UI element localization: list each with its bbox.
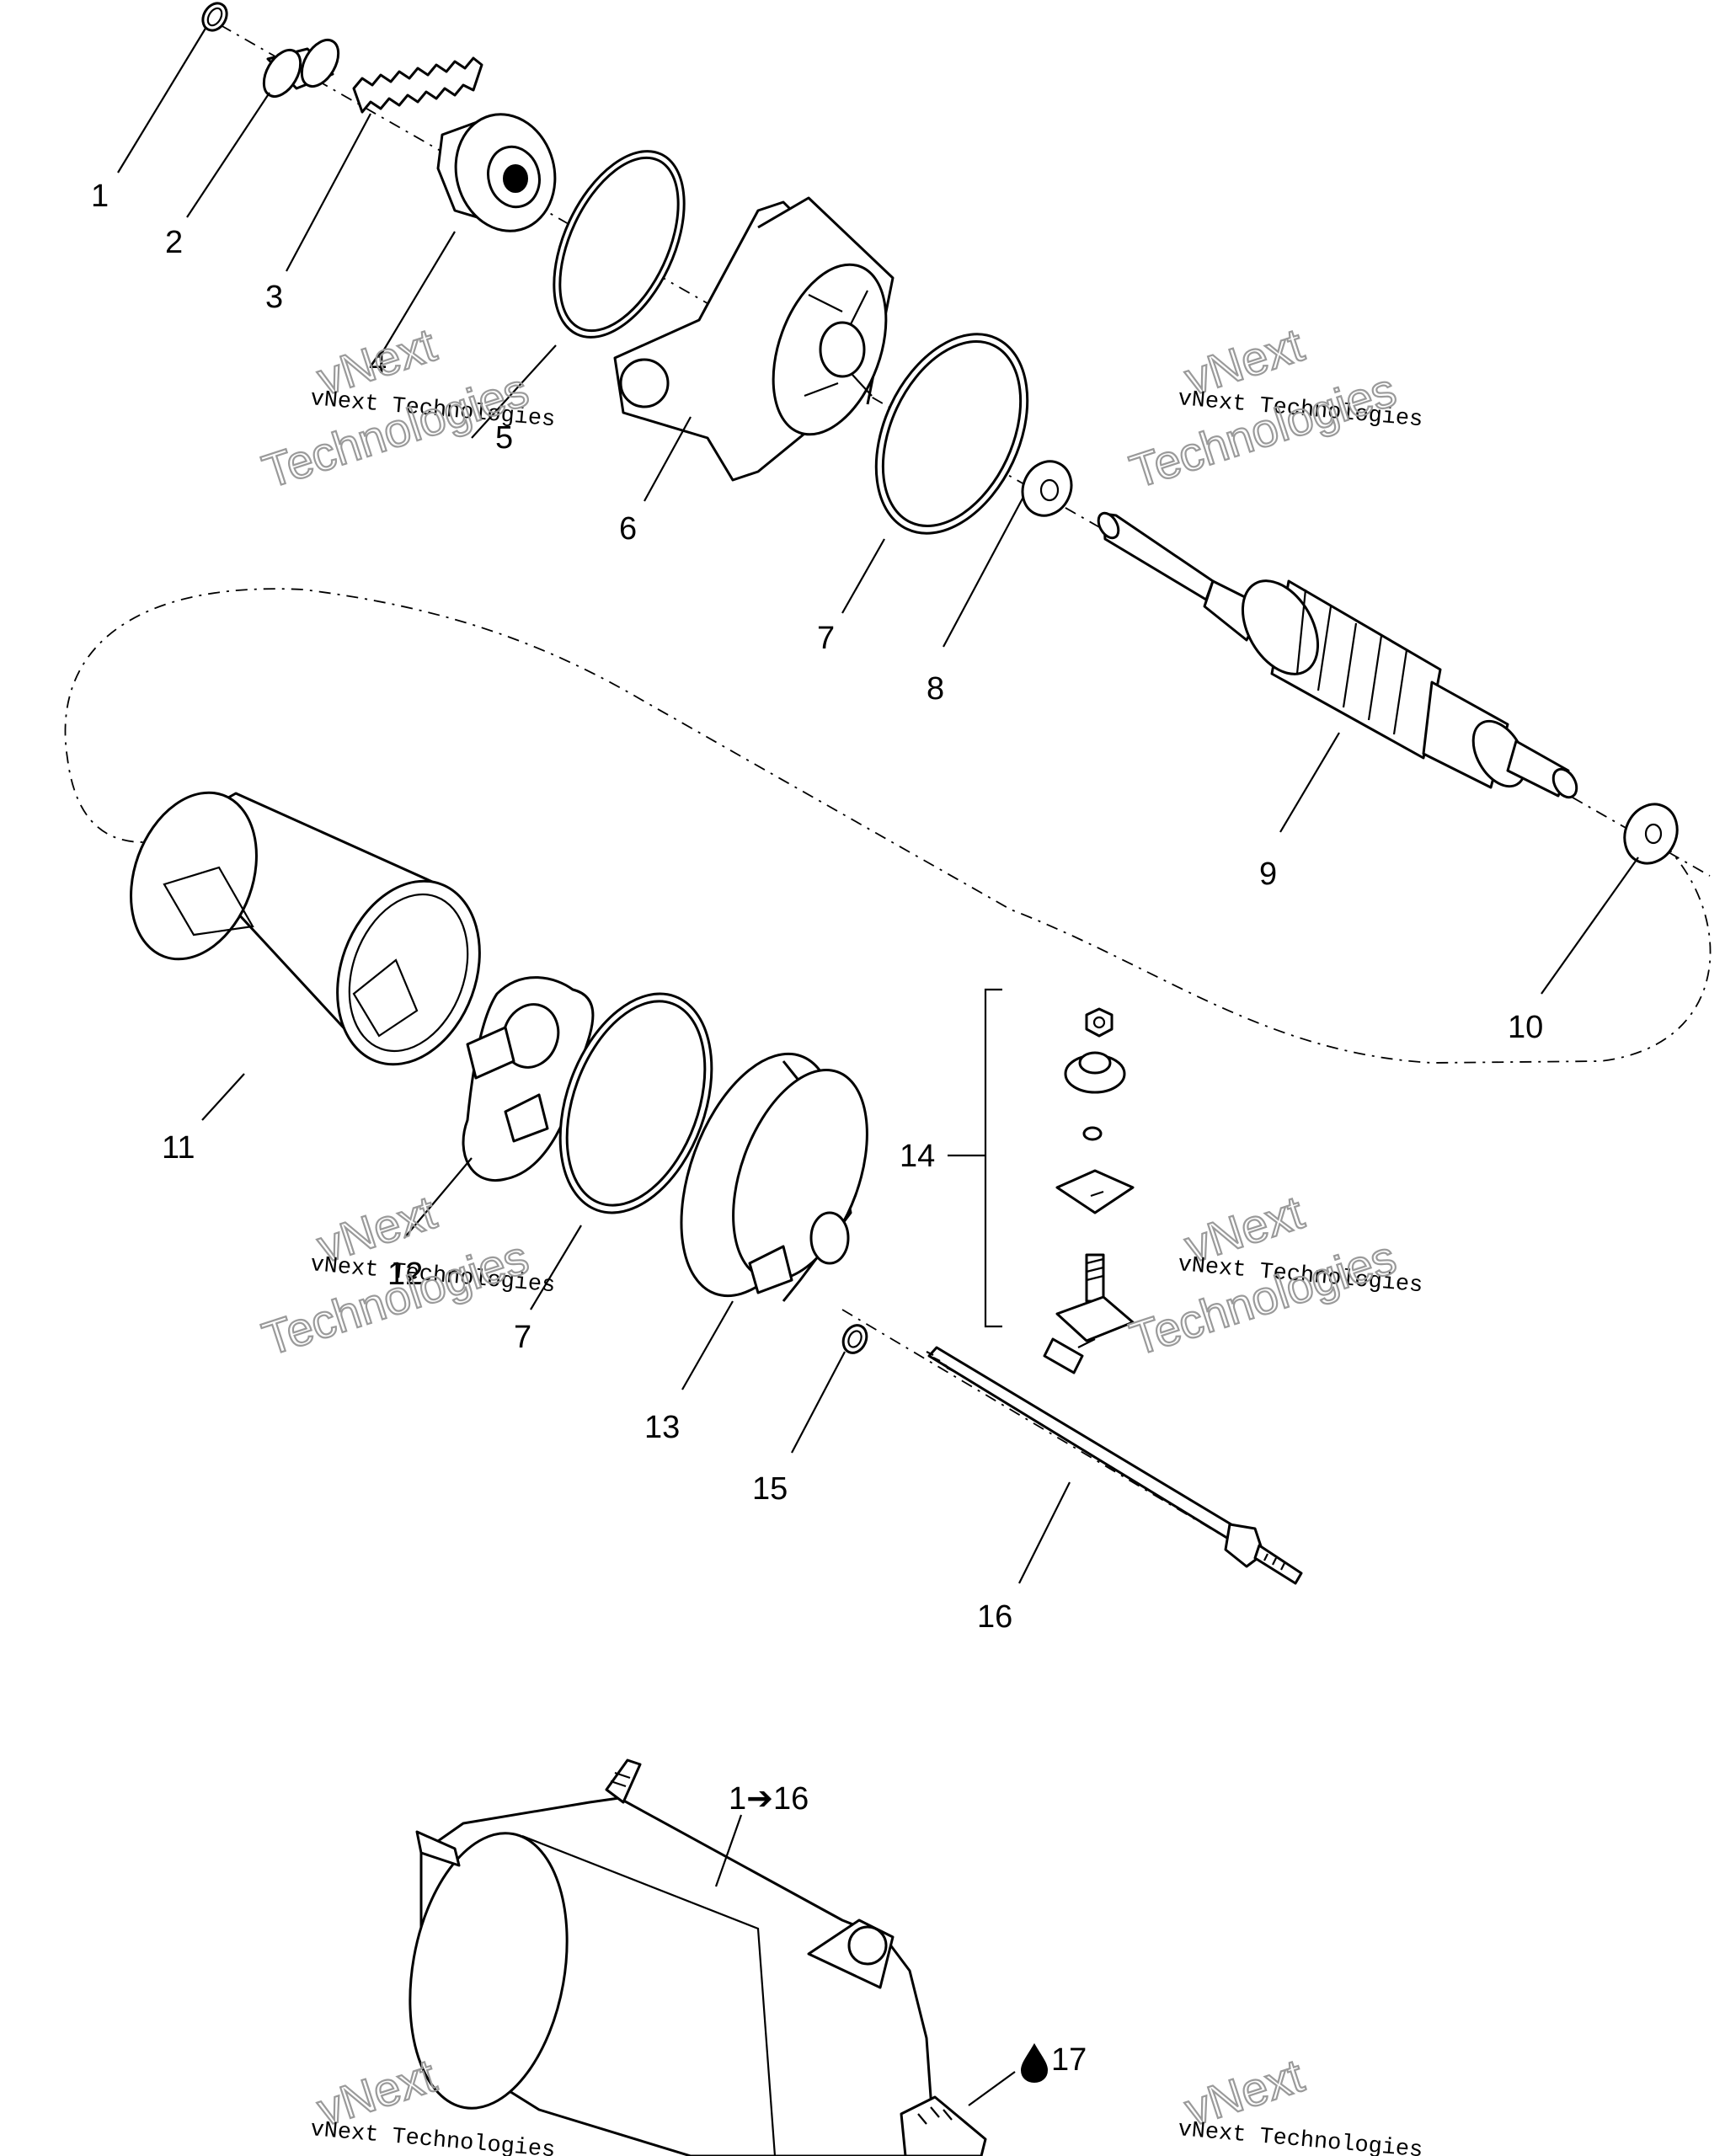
part-7-o-ring [874,333,1029,535]
callout-11: 11 [162,1130,195,1166]
part-6-front-housing [613,196,895,482]
callout-17: 17 [1051,2042,1087,2078]
part-14-terminal-kit [948,988,1135,1374]
callout-labels: 1 2 3 4 5 6 7 8 9 10 11 12 7 13 14 15 16… [91,179,1543,2084]
watermark-middle-right: vNext vNext Technologies Technologies [1123,1184,1423,1366]
assembled-starter-motor [409,1758,1016,2156]
part-5-o-ring [553,150,686,339]
watermark-line: vNext Technologies [309,2117,556,2156]
callout-9: 9 [1259,857,1277,892]
part-8-washer [1021,460,1073,517]
callout-assembly: 1➔16 [729,1781,809,1817]
callout-1: 1 [91,179,109,214]
watermark-top-right: vNext vNext Technologies Technologies [1123,317,1423,499]
watermark-line: vNext Technologies [1177,2117,1423,2156]
watermark-middle-left: vNext vNext Technologies Technologies [255,1184,556,1366]
callout-14: 14 [900,1139,935,1174]
part-2-bushing [262,39,340,98]
callout-8: 8 [927,671,944,707]
callout-13: 13 [644,1410,680,1445]
part-7-o-ring-2 [558,992,713,1214]
part-4-pinion [436,113,557,232]
part-10-washer [1623,803,1679,865]
callout-4: 4 [369,345,387,381]
part-3-spring [352,56,483,114]
callout-15: 15 [752,1471,788,1507]
callout-2: 2 [165,225,183,260]
callout-6: 6 [619,511,637,547]
part-15-o-ring [841,1324,868,1354]
callout-3: 3 [265,280,283,315]
leader-lines [117,26,1639,1584]
callout-10: 10 [1508,1010,1543,1045]
part-11-yoke [130,791,481,1066]
part-9-armature [1097,511,1578,799]
oil-drop-icon [1020,2042,1049,2084]
part-16-through-bolt [926,1346,1303,1585]
callout-16: 16 [977,1599,1012,1635]
part-1-ring [201,2,228,32]
part-13-end-cover [680,1052,868,1302]
callout-12: 12 [387,1257,423,1292]
callout-7-middle: 7 [514,1320,531,1355]
watermark-top-left: vNext vNext Technologies Technologies [255,317,556,499]
callout-5: 5 [495,420,513,456]
watermark-bottom-right: vNext vNext Technologies [1177,2047,1423,2156]
axis-loop [64,588,1712,1064]
part-12-brush-holder [462,976,595,1182]
callout-7-top: 7 [817,621,835,656]
